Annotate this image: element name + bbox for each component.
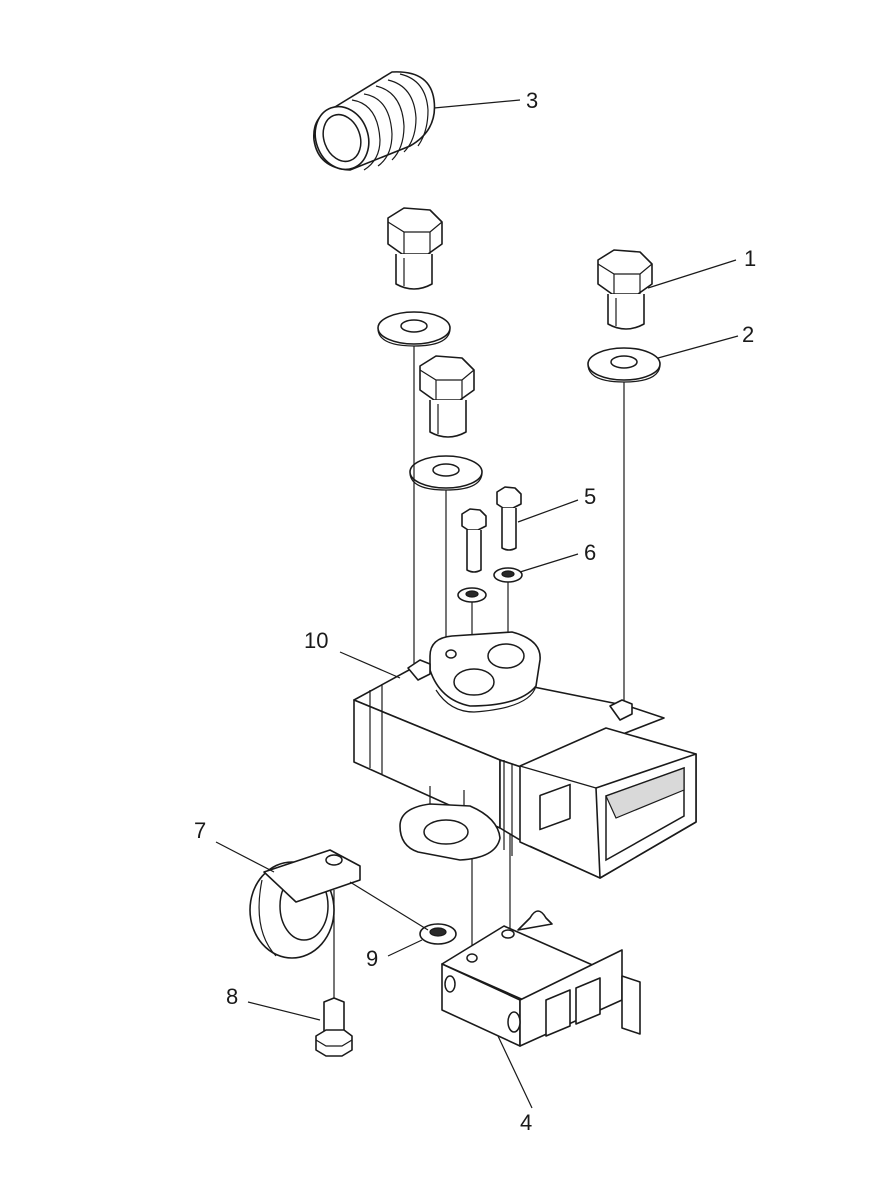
washer-part-9 <box>419 923 457 945</box>
callout-3: 3 <box>526 88 538 113</box>
callout-7: 7 <box>194 818 206 843</box>
callout-9: 9 <box>366 946 378 971</box>
small-bolt-left <box>461 508 487 573</box>
small-washer-part-6 <box>493 567 523 583</box>
small-washer-left <box>457 587 487 603</box>
switch-box-part-4 <box>441 783 641 1047</box>
bolt-left-middle <box>419 355 475 438</box>
coupling-part-3 <box>313 71 436 171</box>
washer-left-upper <box>377 311 451 347</box>
callout-5: 5 <box>584 484 596 509</box>
callout-2: 2 <box>742 322 754 347</box>
callout-4: 4 <box>520 1110 532 1135</box>
callout-6: 6 <box>584 540 596 565</box>
leader-lines <box>215 99 739 1109</box>
callout-1: 1 <box>744 246 756 271</box>
callout-labels: 1 2 3 4 5 6 7 8 9 10 <box>194 88 756 1135</box>
bolt-part-1 <box>597 249 653 330</box>
bolt-left-upper <box>387 207 443 290</box>
washer-part-2 <box>587 347 661 383</box>
callout-8: 8 <box>226 984 238 1009</box>
bracket-part-10 <box>353 631 697 879</box>
small-bolt-part-5 <box>496 486 522 551</box>
callout-10: 10 <box>304 628 328 653</box>
washer-left-middle <box>409 455 483 491</box>
bolt-part-8 <box>315 997 353 1057</box>
cable-clamp-part-7 <box>249 849 361 959</box>
